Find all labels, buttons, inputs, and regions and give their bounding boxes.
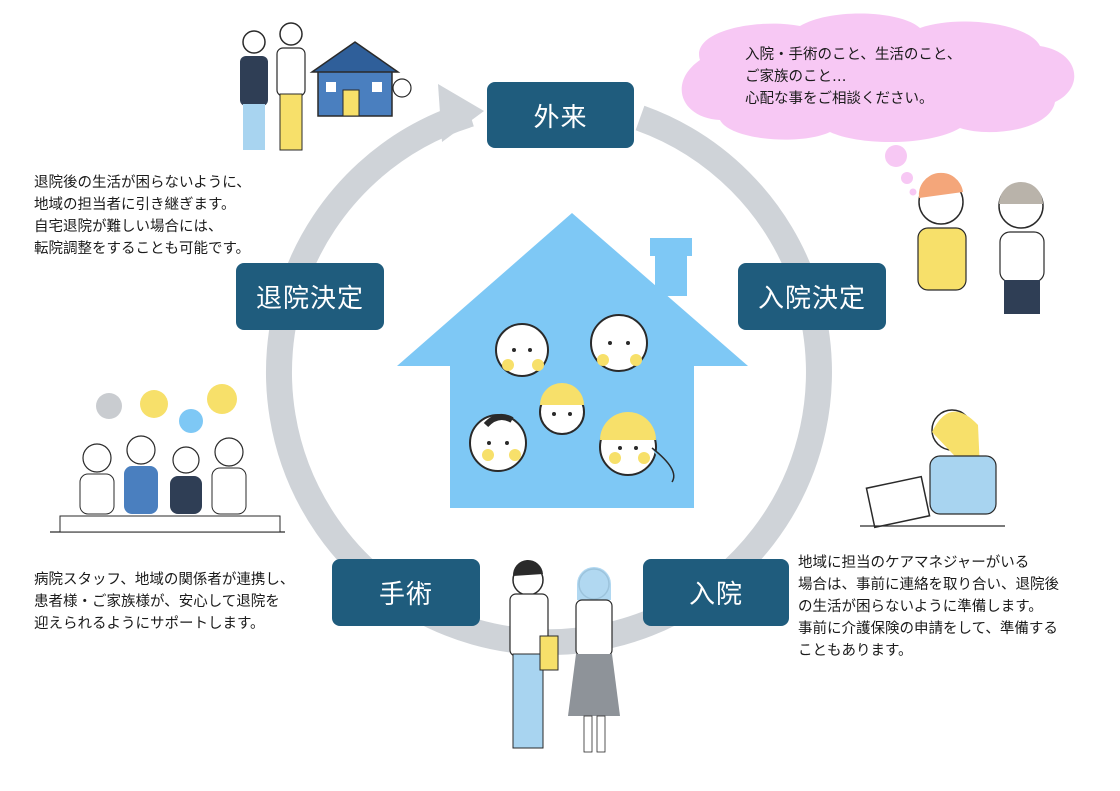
stage-admission: 入院	[643, 559, 789, 626]
stage-admission-decision: 入院決定	[738, 263, 886, 330]
surgery-note: 病院スタッフ、地域の関係者が連携し、 患者様・ご家族様が、安心して退院を 迎えら…	[34, 569, 294, 635]
bubble-line: ご家族のこと…	[745, 69, 847, 85]
note-line: の生活が困らないように準備します。	[798, 599, 1043, 615]
bubble-line: 心配な事をご相談ください。	[745, 91, 934, 107]
stage-discharge-decision: 退院決定	[236, 263, 384, 330]
note-line: 迎えられるようにサポートします。	[34, 616, 265, 632]
note-line: こともあります。	[798, 643, 913, 659]
stage-outpatient: 外来	[487, 82, 634, 148]
discharge-note: 退院後の生活が困らないように、 地域の担当者に引き継ぎます。 自宅退院が難しい場…	[34, 172, 251, 260]
note-line: 場合は、事前に連絡を取り合い、退院後	[798, 577, 1059, 593]
note-line: 地域の担当者に引き継ぎます。	[34, 197, 236, 213]
note-line: 事前に介護保険の申請をして、準備する	[798, 621, 1058, 637]
note-line: 患者様・ご家族様が、安心して退院を	[34, 594, 280, 610]
elderly-couple-house-icon	[240, 22, 412, 151]
thought-bubble-icon	[681, 13, 1075, 196]
family-house-icon	[397, 213, 748, 508]
woman-phone-laptop-icon	[860, 409, 1005, 529]
note-line: 自宅退院が難しい場合には、	[34, 219, 223, 235]
note-line: 転院調整をすることも可能です。	[34, 241, 251, 257]
note-line: 病院スタッフ、地域の関係者が連携し、	[34, 572, 295, 588]
women-talking-icon	[917, 172, 1045, 314]
consultation-bubble-text: 入院・手術のこと、生活のこと、 ご家族のこと… 心配な事をご相談ください。	[745, 44, 961, 110]
team-meeting-icon	[50, 384, 285, 533]
stage-surgery: 手術	[332, 559, 480, 626]
note-line: 地域に担当のケアマネジャーがいる	[798, 555, 1030, 571]
admission-note: 地域に担当のケアマネジャーがいる 場合は、事前に連絡を取り合い、退院後 の生活が…	[798, 552, 1059, 662]
note-line: 退院後の生活が困らないように、	[34, 175, 251, 191]
bubble-line: 入院・手術のこと、生活のこと、	[745, 47, 962, 63]
hospital-staff-icon	[509, 559, 620, 753]
